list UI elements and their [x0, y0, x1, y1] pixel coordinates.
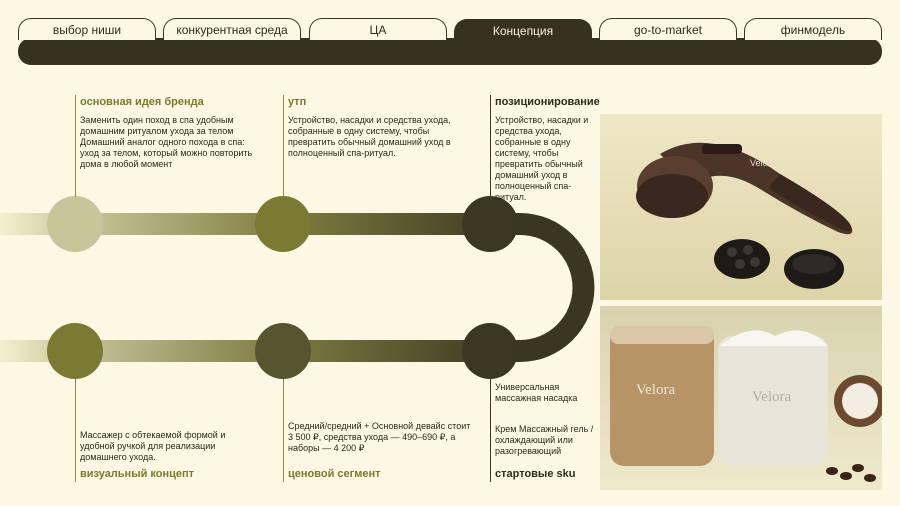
- positioning-title: позиционирование: [495, 96, 600, 108]
- massager-brand-text: Velora: [750, 158, 776, 168]
- starter-sku-title: стартовые sku: [495, 468, 576, 480]
- coconut-icon: [834, 375, 886, 427]
- cream-jar-icon: [718, 330, 828, 466]
- cream-jar-brand-text: Velora: [752, 389, 791, 405]
- positioning-text: Устройство, насадки и средства ухода, со…: [495, 115, 589, 202]
- utp-text: Устройство, насадки и средства ухода, со…: [288, 115, 451, 158]
- scrub-jar-icon: [610, 326, 714, 466]
- tab-competition[interactable]: конкурентная среда: [163, 18, 301, 40]
- tab-finmodel[interactable]: финмодель: [744, 18, 882, 40]
- price-segment-title: ценовой сегмент: [288, 468, 381, 480]
- coffee-beans-icon: [826, 464, 876, 482]
- node-utp: [255, 196, 311, 252]
- scrub-jar-brand-text: Velora: [636, 382, 675, 398]
- connector-line: [283, 379, 284, 482]
- connector-line: [75, 95, 76, 197]
- node-positioning: [462, 196, 518, 252]
- tab-niche[interactable]: выбор ниши: [18, 18, 156, 40]
- sku-cream-text: Крем Массажный гель / охлаждающий или ра…: [495, 424, 594, 456]
- utp-title: утп: [288, 96, 307, 108]
- node-brand-idea: [47, 196, 103, 252]
- node-visual: [47, 323, 103, 379]
- brand-idea-title: основная идея бренда: [80, 96, 204, 108]
- track-curve: [520, 213, 595, 362]
- connector-line: [283, 95, 284, 197]
- sku-attachment-text: Универсальная массажная насадка: [495, 382, 578, 403]
- connector-line: [490, 379, 491, 482]
- visual-concept-text: Массажер с обтекаемой формой и удобной р…: [80, 430, 226, 462]
- tab-audience[interactable]: ЦА: [309, 18, 447, 40]
- attachment-icon: [784, 249, 844, 289]
- cosmetics-photo: Velora Velora: [600, 306, 886, 490]
- connector-line: [490, 95, 491, 197]
- visual-concept-title: визуальный концепт: [80, 468, 195, 480]
- price-segment-text: Средний/средний + Основной девайс стоит …: [288, 421, 471, 453]
- node-sku: [462, 323, 518, 379]
- node-price: [255, 323, 311, 379]
- connector-line: [75, 379, 76, 482]
- attachment-icon: [714, 239, 770, 279]
- brand-idea-text: Заменить один поход в спа удобным домашн…: [80, 115, 253, 169]
- massager-icon: [636, 142, 853, 235]
- tab-concept[interactable]: Концепция: [454, 19, 592, 41]
- massager-photo: Velora: [600, 114, 882, 300]
- tab-bar: [18, 38, 882, 65]
- tab-go-to-market[interactable]: go-to-market: [599, 18, 737, 40]
